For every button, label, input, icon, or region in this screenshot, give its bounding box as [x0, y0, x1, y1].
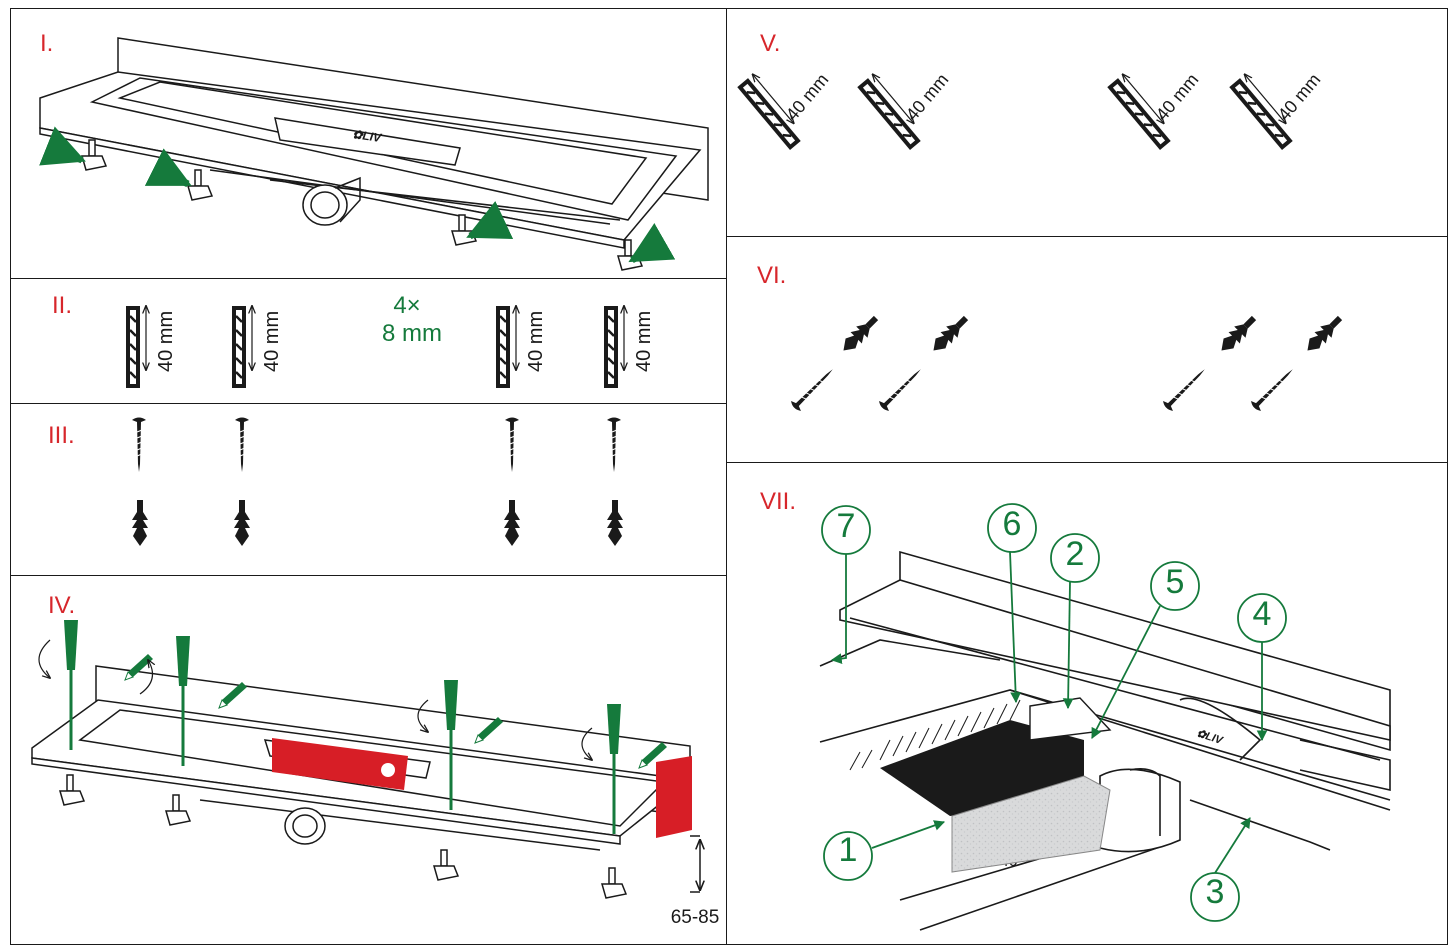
callout-1: 1 — [838, 831, 858, 869]
svg-text:40 mm: 40 mm — [155, 311, 177, 372]
sealing-membrane — [951, 775, 1111, 873]
callout-6: 6 — [1002, 505, 1022, 543]
step-2-depth-labels: 40 mm 40 mm 40 mm 40 mm — [155, 311, 655, 372]
anchor-count-text: 4× — [393, 292, 421, 319]
svg-text:40 mm: 40 mm — [1152, 70, 1203, 125]
step-label-3: III. — [48, 422, 75, 449]
step-1-markers — [39, 126, 676, 264]
callout-4: 4 — [1252, 595, 1272, 633]
panel-step-5 — [726, 8, 1448, 238]
step-label-4: IV. — [48, 592, 76, 619]
step-7-leader-lines — [830, 551, 1268, 874]
svg-text:40 mm: 40 mm — [261, 311, 283, 372]
svg-text:40 mm: 40 mm — [633, 311, 655, 372]
step-label-7: VII. — [760, 488, 797, 515]
step-6-fixings — [788, 312, 1346, 414]
svg-text:40 mm: 40 mm — [1274, 70, 1325, 125]
callout-3: 3 — [1205, 873, 1225, 911]
height-range-text: 65-85 — [670, 907, 720, 928]
svg-text:40 mm: 40 mm — [782, 70, 833, 125]
step-7-grate-lines — [849, 699, 1021, 771]
step-label-2: II. — [52, 292, 73, 319]
callout-7: 7 — [836, 507, 856, 545]
step-label-1: I. — [40, 30, 54, 57]
step-label-5: V. — [760, 30, 781, 57]
step-label-6: VI. — [757, 262, 787, 289]
svg-text:40 mm: 40 mm — [902, 70, 953, 125]
svg-text:40 mm: 40 mm — [525, 311, 547, 372]
spirit-level-end — [656, 756, 692, 838]
drill-diameter-text: 8 mm — [382, 320, 442, 347]
spirit-level — [272, 738, 408, 790]
callout-5: 5 — [1165, 563, 1185, 601]
brand-logo: ✿LIV — [352, 127, 383, 145]
callout-2: 2 — [1065, 535, 1085, 573]
step-7-section-illustration — [819, 550, 1391, 931]
rotation-arrows — [38, 639, 592, 760]
